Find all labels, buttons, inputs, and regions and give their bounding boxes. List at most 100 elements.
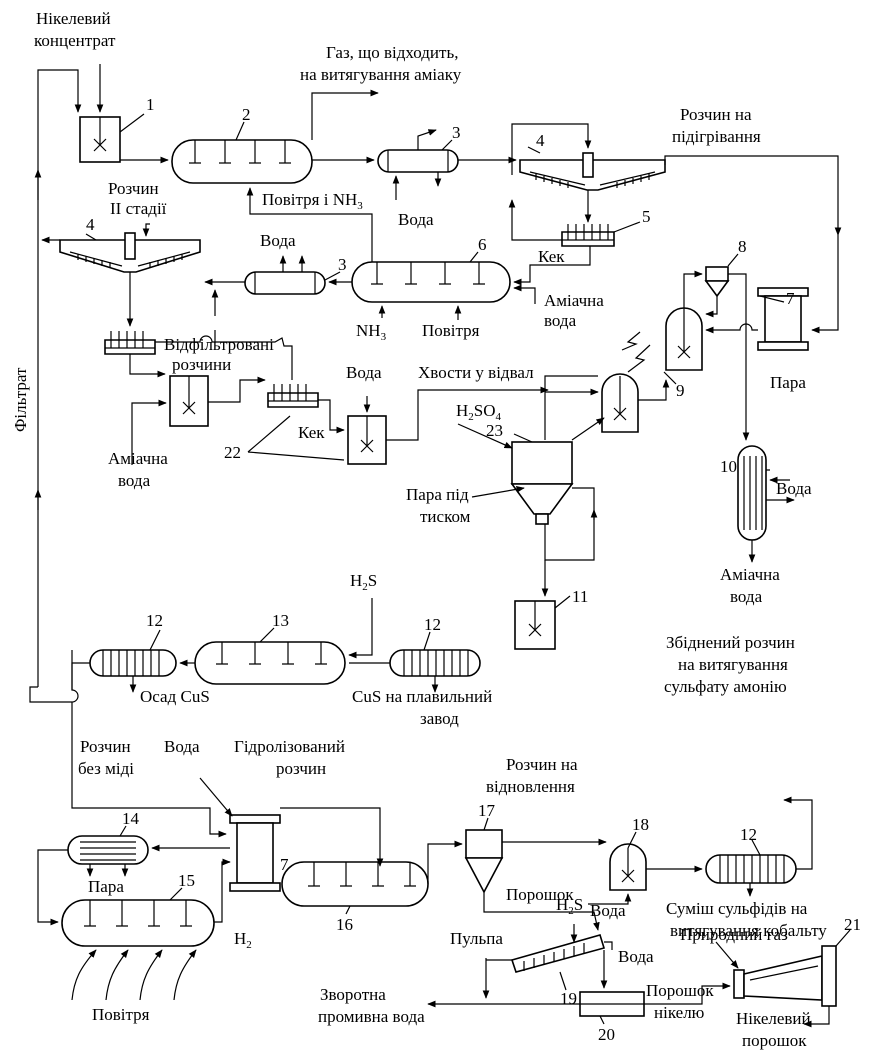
equipment-10-condenser	[737, 445, 767, 541]
label-ammonia-water-a-1: Аміачна	[544, 291, 604, 310]
label-air-b: Повітря	[92, 1005, 150, 1024]
num-4a: 4	[536, 131, 545, 150]
equipment-18-reactor	[609, 843, 647, 891]
equipment-12-drum-filter-mid	[389, 649, 481, 677]
label-water-d: Вода	[776, 479, 812, 498]
equipment-12-drum-filter-right	[705, 854, 797, 884]
label-nickel-powder-b-2: порошок	[742, 1031, 807, 1050]
label-air-nh3: Повітря і NH3	[262, 190, 363, 212]
equipment-2-autoclave	[171, 139, 313, 184]
num-19: 19	[560, 989, 577, 1008]
label-return-wash-1: Зворотна	[320, 985, 386, 1004]
label-water-e: Вода	[164, 737, 200, 756]
label-depleted-1: Збіднений розчин	[666, 633, 795, 652]
label-nickel-concentrate-2: концентрат	[34, 31, 116, 50]
label-stage2-2: II стадії	[110, 199, 167, 218]
num-7b: 7	[280, 855, 289, 874]
num-15: 15	[178, 871, 195, 890]
label-filtered-1: Відфільтровані	[164, 335, 274, 354]
equipment-22-filter-a	[104, 331, 156, 355]
label-water-g: Вода	[618, 947, 654, 966]
label-steam-pressure-2: тиском	[420, 507, 471, 526]
label-no-copper-2: без міді	[78, 759, 134, 778]
equipment-12-drum-filter-left	[89, 649, 177, 677]
num-12a: 12	[146, 611, 163, 630]
label-ammonia-water-c-1: Аміачна	[720, 565, 780, 584]
num-13: 13	[272, 611, 289, 630]
label-nickel-powder-a-1: Порошок	[646, 981, 714, 1000]
equipment-1-agitator	[79, 116, 121, 163]
num-16: 16	[336, 915, 353, 934]
num-20: 20	[598, 1025, 615, 1044]
equipment-8-cyclone	[704, 266, 730, 298]
equipment-4-thickener-left	[59, 232, 201, 273]
labels-group: Нікелевий концентрат Газ, що відходить, …	[11, 9, 827, 1050]
label-nickel-powder-b-1: Нікелевий	[736, 1009, 811, 1028]
label-natural-gas: Природний газ	[680, 925, 788, 944]
label-cus-precip: Осад CuS	[140, 687, 210, 706]
label-steam-b: Пара	[88, 877, 124, 896]
num-18: 18	[632, 815, 649, 834]
num-17: 17	[478, 801, 496, 820]
num-22: 22	[224, 443, 241, 462]
label-ammonia-water-b-2: вода	[118, 471, 151, 490]
label-h2: H2	[234, 929, 252, 951]
label-cus-smelter-2: завод	[420, 709, 459, 728]
label-tailings: Хвости у відвал	[418, 363, 534, 382]
num-9: 9	[676, 381, 685, 400]
label-water-f: Вода	[590, 901, 626, 920]
label-depleted-2: на витягування	[678, 655, 788, 674]
num-4b: 4	[86, 215, 95, 234]
label-sulfides-2: витягування кобальту	[670, 921, 827, 940]
equipment-7-heater-top	[757, 287, 809, 351]
num-12c: 12	[740, 825, 757, 844]
num-3a: 3	[452, 123, 461, 142]
equipment-15-reactor	[61, 899, 215, 947]
label-cake-a: Кек	[538, 247, 565, 266]
num-5: 5	[642, 207, 651, 226]
equipment-3-cooler-top	[377, 149, 459, 173]
num-23: 23	[486, 421, 503, 440]
num-7a: 7	[786, 289, 795, 308]
num-3b: 3	[338, 255, 347, 274]
label-reduction-1: Розчин на	[506, 755, 578, 774]
equipment-5-filter	[561, 224, 615, 247]
equipment-9-reactor-b	[601, 373, 639, 433]
equipment-21-reduction-furnace	[733, 945, 837, 1007]
label-filtrate: Фільтрат	[11, 367, 30, 432]
equipment-6-autoclave	[351, 261, 511, 303]
label-reduction-2: відновлення	[486, 777, 575, 796]
equipment-19-classifier	[508, 934, 613, 973]
label-ammonia-water-b-1: Аміачна	[108, 449, 168, 468]
label-steam-a: Пара	[770, 373, 806, 392]
equipment-22-filter-b	[267, 384, 319, 408]
equipment-numbers: 1 2 3 4 5 4 3 6 7 8 9 23 22 10 11 12 13 …	[86, 95, 861, 1044]
equipment-4-thickener-right	[519, 152, 666, 191]
label-depleted-3: сульфату амонію	[664, 677, 787, 696]
label-nh3: NH3	[356, 321, 387, 343]
label-pulp: Пульпа	[450, 929, 503, 948]
num-14: 14	[122, 809, 140, 828]
num-1: 1	[146, 95, 155, 114]
label-steam-pressure-1: Пара під	[406, 485, 469, 504]
equipment-17-thickener	[464, 829, 504, 894]
equipment-20-drier	[579, 991, 645, 1017]
label-air-a: Повітря	[422, 321, 480, 340]
num-2: 2	[242, 105, 251, 124]
label-hydrolyzed-1: Гідролізований	[234, 737, 345, 756]
label-ammonia-water-a-2: вода	[544, 311, 577, 330]
label-stage2-1: Розчин	[108, 179, 159, 198]
label-h2s-a: H2S	[350, 571, 377, 593]
label-cake-b: Кек	[298, 423, 325, 442]
equipment-9-reactor-a	[665, 307, 703, 371]
label-sulfides-1: Суміш сульфідів на	[666, 899, 808, 918]
equipment-3-cooler-mid	[244, 271, 326, 295]
label-nickel-powder-a-2: нікелю	[654, 1003, 705, 1022]
equipment-13-autoclave	[194, 641, 346, 685]
num-6: 6	[478, 235, 487, 254]
label-nickel-concentrate-1: Нікелевий	[36, 9, 111, 28]
label-water-c: Вода	[346, 363, 382, 382]
equipment-23-hopper	[510, 441, 574, 525]
equipment-16-tank	[281, 861, 429, 907]
